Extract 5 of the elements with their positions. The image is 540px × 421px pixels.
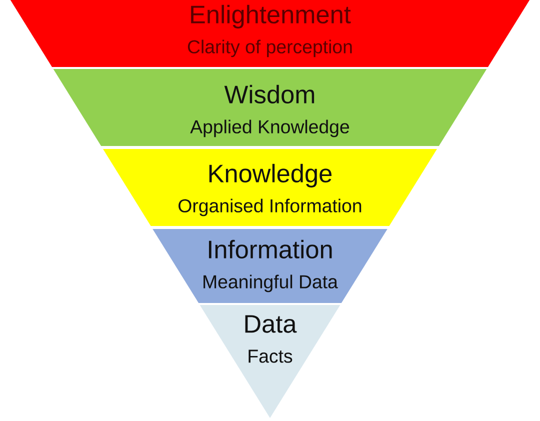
pyramid-band: Information Meaningful Data [152,229,388,303]
pyramid-band: Wisdom Applied Knowledge [53,69,487,146]
pyramid-band: Enlightenment Clarity of perception [10,0,530,67]
pyramid-band: Knowledge Organised Information [103,149,437,226]
pyramid-band: Data Facts [200,305,340,418]
